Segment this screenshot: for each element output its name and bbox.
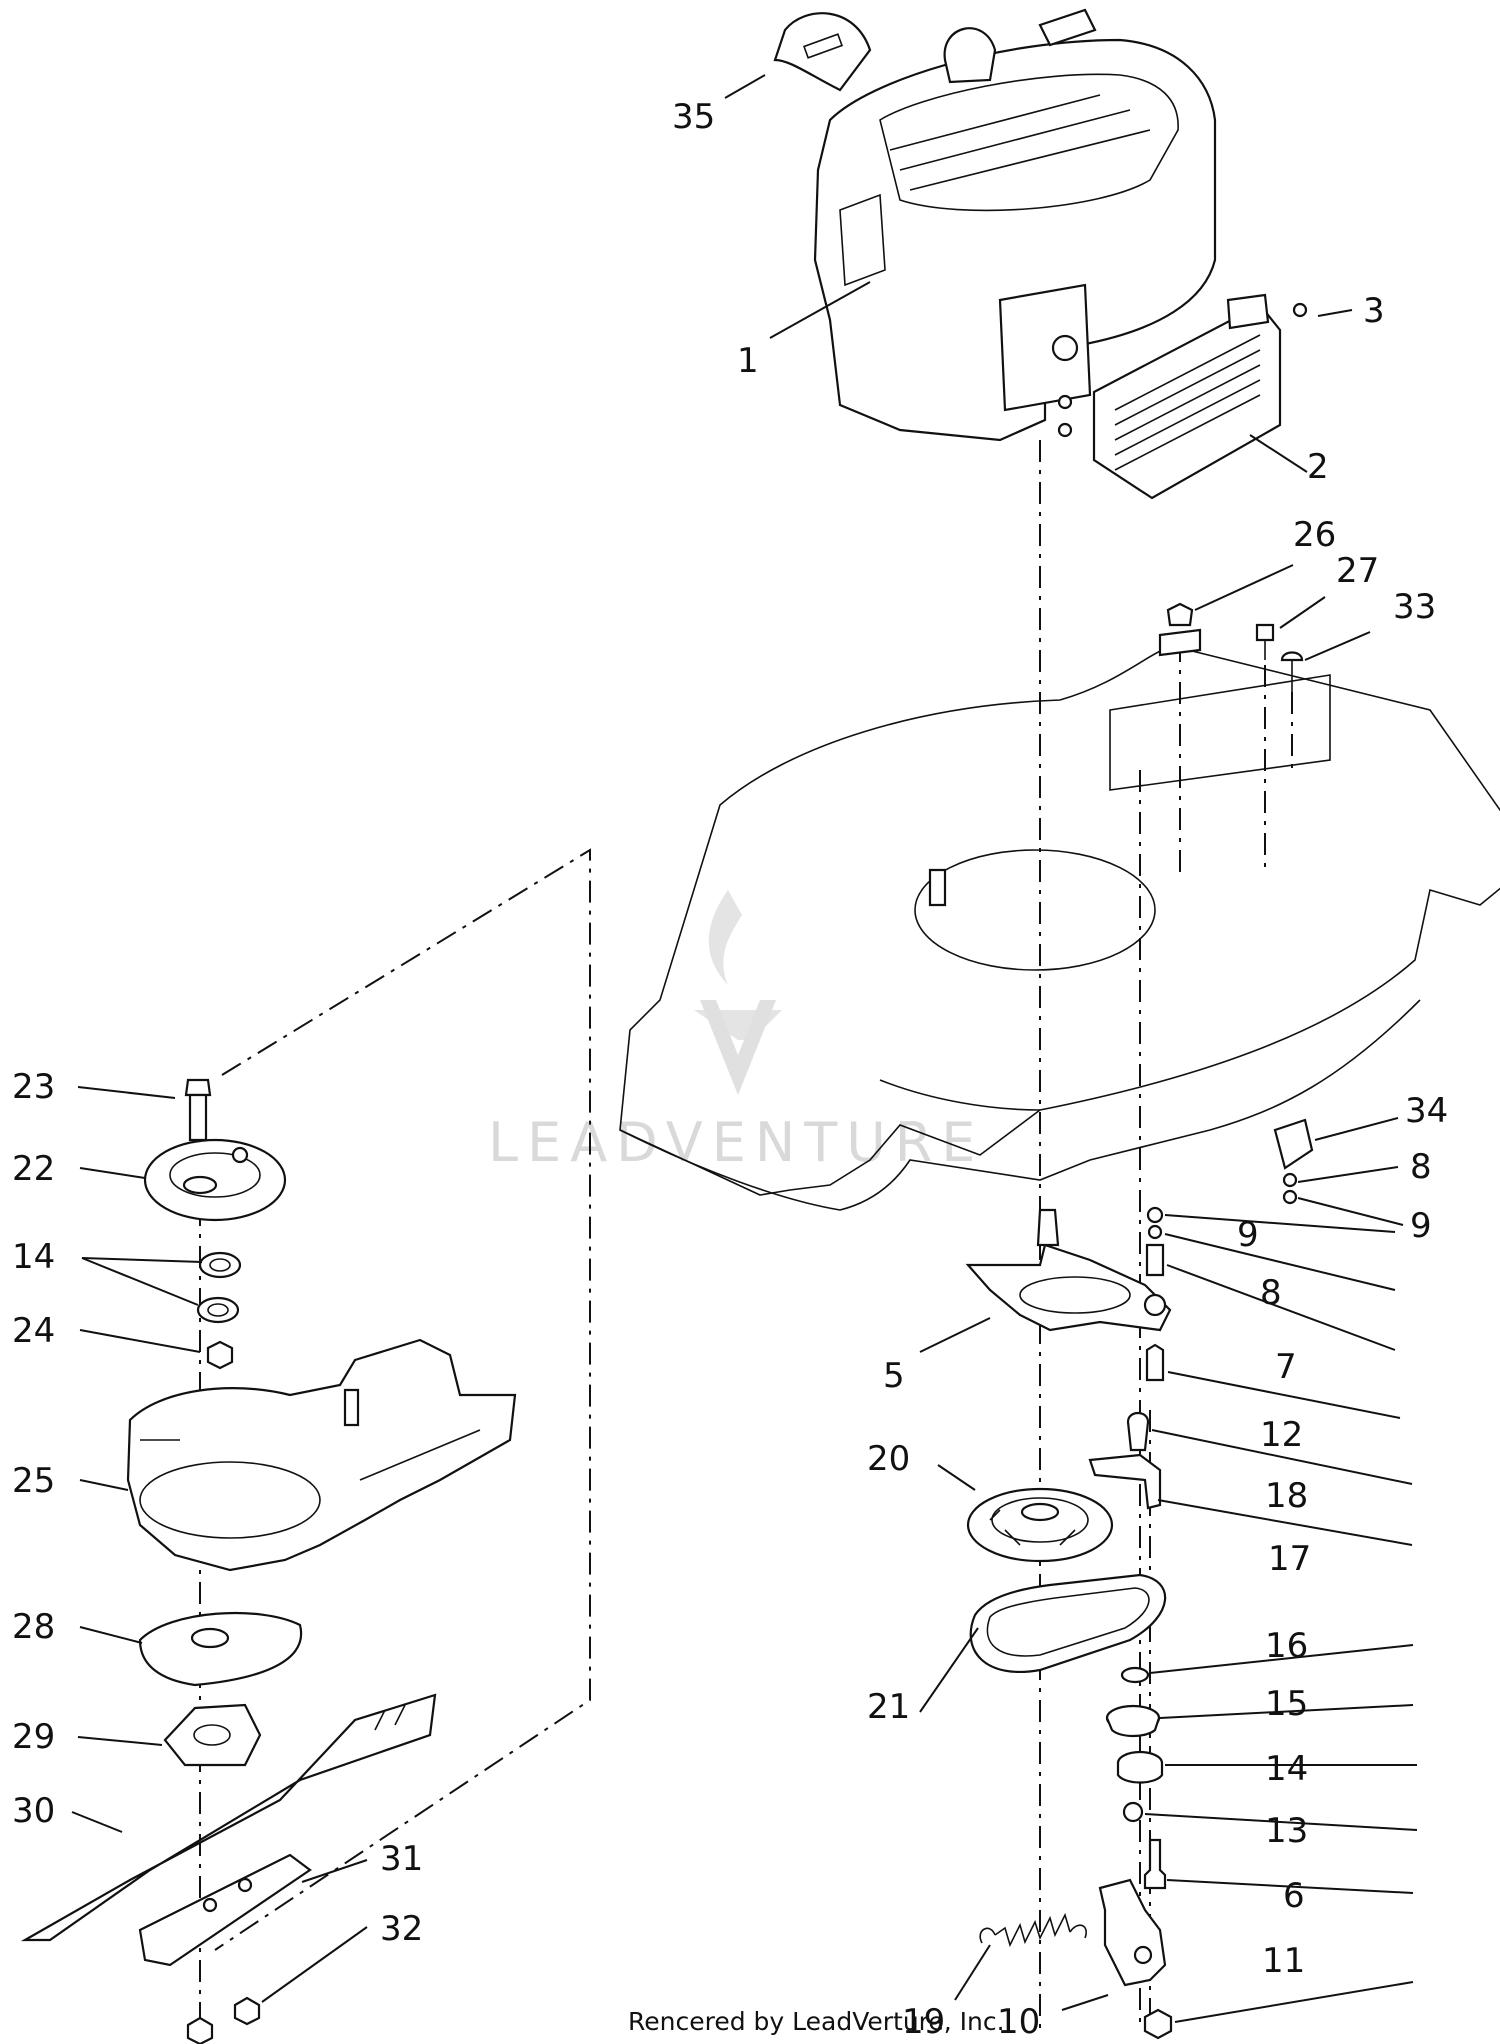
idler-arm <box>1098 1878 1167 1987</box>
assembly-centerlines <box>199 440 1293 2035</box>
mower-blade <box>20 1693 437 1942</box>
callout-31: 31 <box>380 1839 423 1879</box>
callout-13: 13 <box>1265 1811 1308 1851</box>
drive-belt <box>969 1573 1167 1673</box>
tension-spring <box>979 1912 1087 1948</box>
callout-5: 5 <box>883 1356 905 1396</box>
engine <box>813 8 1217 442</box>
callout-8-upper: 8 <box>1410 1147 1432 1187</box>
callout-17: 17 <box>1268 1539 1311 1579</box>
spindle-stack <box>1105 1666 1167 1890</box>
callout-8-lower: 8 <box>1260 1273 1282 1313</box>
blade-nuts <box>186 1996 261 2044</box>
callout-30: 30 <box>12 1791 55 1831</box>
callout-33: 33 <box>1393 587 1436 627</box>
mower-deck <box>619 646 1500 1211</box>
callout-1: 1 <box>737 341 759 381</box>
credit-text: Rencered by LeadVerture, Inc. <box>628 2007 1005 2036</box>
left-nut <box>206 1340 234 1370</box>
callout-27: 27 <box>1336 551 1379 591</box>
blade-shield-disc <box>138 1611 303 1687</box>
callout-20: 20 <box>867 1439 910 1479</box>
callout-26: 26 <box>1293 515 1336 555</box>
blade-housing <box>126 1338 517 1572</box>
callout-12: 12 <box>1260 1415 1303 1455</box>
callout-18: 18 <box>1265 1476 1308 1516</box>
blade-clamp <box>163 1703 262 1767</box>
callout-19: 19 <box>902 2002 945 2042</box>
callout-32: 32 <box>380 1909 423 1949</box>
small-hardware-upper <box>1145 1118 1314 1382</box>
blade-adapter-pulley <box>143 1138 287 1222</box>
callout-3: 3 <box>1363 291 1385 331</box>
watermark-text: LEADVENTURE <box>488 1111 984 1174</box>
callout-34: 34 <box>1405 1091 1448 1131</box>
pulley-bracket <box>965 1208 1172 1332</box>
leadventure-watermark: LEADVENTURE <box>488 890 984 1174</box>
callout-15: 15 <box>1265 1684 1308 1724</box>
callout-11: 11 <box>1262 1941 1305 1981</box>
callout-9-upper: 9 <box>1410 1206 1432 1246</box>
nut-11 <box>1143 2008 1173 2040</box>
callout-6: 6 <box>1283 1876 1305 1916</box>
callout-35: 35 <box>672 97 715 137</box>
decal <box>773 12 872 92</box>
blade-bolt <box>184 1078 212 1142</box>
callout-7: 7 <box>1275 1347 1297 1387</box>
callout-14-left: 14 <box>12 1237 55 1277</box>
guard-screws <box>1057 302 1308 438</box>
callout-25: 25 <box>12 1461 55 1501</box>
callout-10: 10 <box>997 2002 1040 2042</box>
bearings-left <box>196 1251 242 1324</box>
callout-29: 29 <box>12 1717 55 1757</box>
blade-plate <box>138 1853 312 1967</box>
callout-23: 23 <box>12 1067 55 1107</box>
callout-2: 2 <box>1307 447 1329 487</box>
callout-14-right: 14 <box>1265 1749 1308 1789</box>
drive-pulley <box>966 1487 1114 1563</box>
callout-21: 21 <box>867 1687 910 1727</box>
callout-labels: 35 1 3 2 26 27 33 23 22 14 24 25 28 29 3… <box>12 97 1448 2042</box>
callout-9-lower: 9 <box>1237 1215 1259 1255</box>
callout-24: 24 <box>12 1311 55 1351</box>
callout-22: 22 <box>12 1149 55 1189</box>
callout-28: 28 <box>12 1607 55 1647</box>
leader-lines <box>71 74 1418 2023</box>
belt-guide <box>1088 1411 1162 1510</box>
deck-hardware <box>1158 602 1304 695</box>
callout-16: 16 <box>1265 1626 1308 1666</box>
muffler-guard <box>1092 293 1282 500</box>
